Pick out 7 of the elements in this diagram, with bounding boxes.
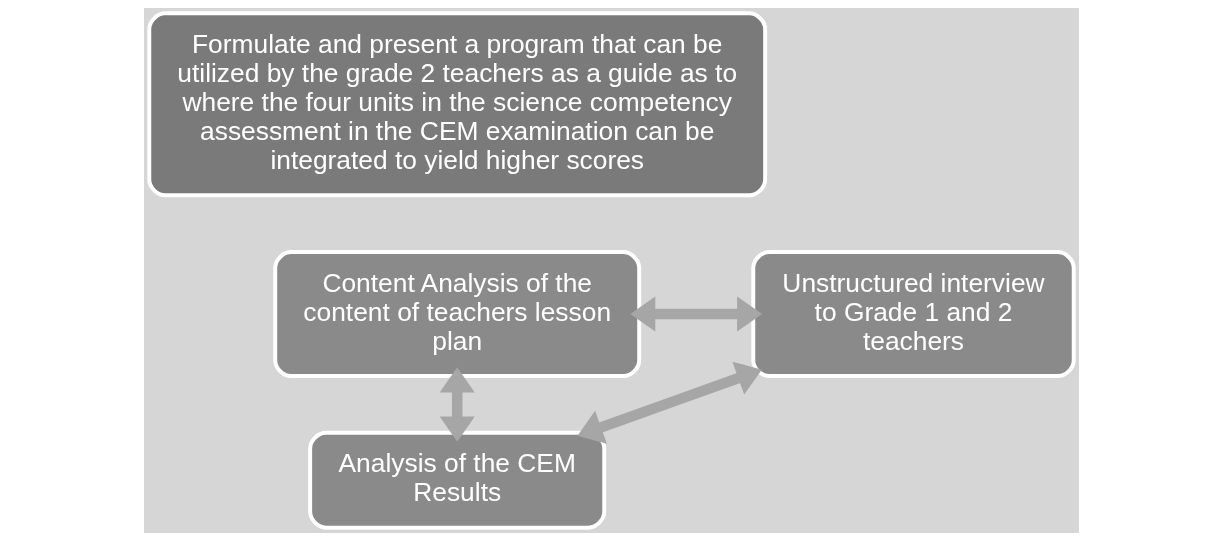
node-box: Formulate and present a program that can be utilized by the grade 2 teachers as a guide as to where the four units in the science competency assessment in the CEM examination can be integrated to yield higher scores [146, 11, 767, 198]
arrow [629, 296, 762, 332]
arrow [439, 367, 475, 442]
arrow [577, 361, 762, 444]
node-box: Unstructured interview to Grade 1 and 2 teachers [750, 250, 1076, 378]
node-box: Analysis of the CEM Results [307, 430, 606, 530]
node-box: Content Analysis of the content of teachers lesson plan [272, 250, 641, 378]
